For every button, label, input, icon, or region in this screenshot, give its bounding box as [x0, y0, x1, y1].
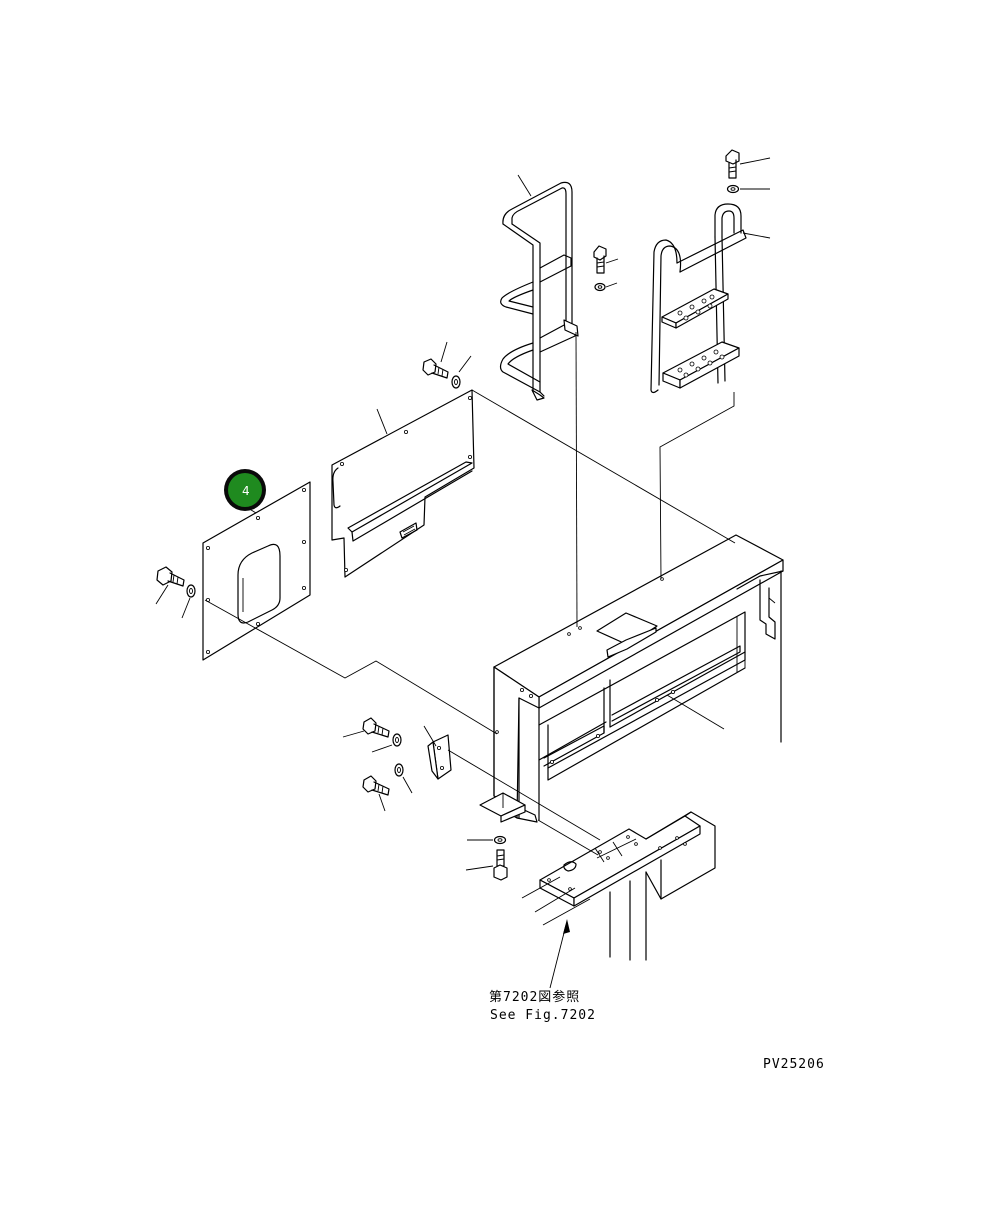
washer-icon [394, 763, 413, 794]
bolt-icon [725, 149, 771, 179]
mounting-bracket [479, 792, 526, 823]
bolt-icon [155, 566, 185, 605]
handrail-left [499, 174, 579, 401]
washer-icon [181, 584, 196, 619]
main-frame [493, 534, 784, 823]
ladder-right [650, 203, 771, 394]
washer-icon [726, 184, 770, 194]
callout-number: 4 [242, 484, 250, 498]
reference-note-japanese: 第7202図参照 [489, 989, 580, 1005]
bolt-icon [422, 341, 449, 379]
washer-icon [451, 355, 472, 389]
cover-plate-with-cutout [202, 481, 311, 661]
mounting-bracket [423, 725, 452, 780]
drawing-code: PV25206 [763, 1057, 825, 1072]
bolt-icon [342, 717, 390, 738]
washer-icon [371, 733, 402, 753]
reference-note-english: See Fig.7202 [490, 1008, 596, 1023]
bolt-icon [465, 849, 508, 881]
washer-icon [594, 282, 618, 292]
washer-icon [467, 835, 507, 845]
bolt-icon [362, 775, 390, 812]
bolt-icon [593, 245, 619, 274]
assembly-guide-lines [204, 331, 736, 856]
side-cover-panel [331, 389, 475, 578]
reference-arrow [549, 919, 570, 989]
referenced-base-structure [521, 811, 716, 961]
callout-badge[interactable]: 4 [224, 469, 266, 511]
